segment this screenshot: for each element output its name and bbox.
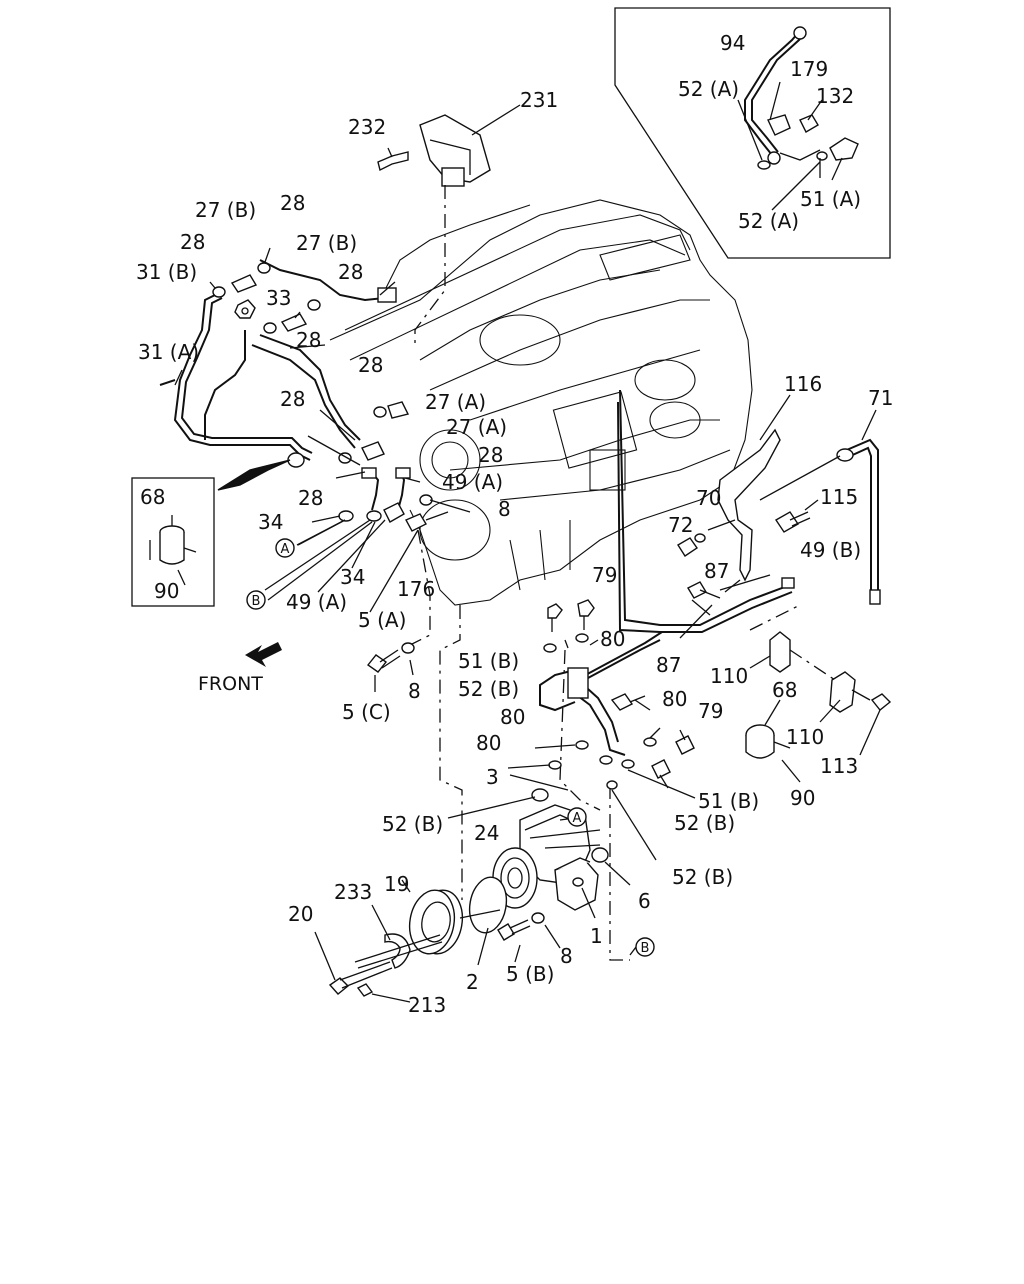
- engine-block: [329, 199, 753, 606]
- callout-c47: 110: [710, 664, 748, 688]
- callout-c14: 28: [338, 260, 363, 284]
- callout-c32: 5 (C): [342, 700, 391, 724]
- callout-c12: 27 (B): [296, 231, 357, 255]
- callout-c42: 87: [704, 559, 729, 583]
- callout-c20: 27 (A): [425, 390, 486, 414]
- callout-c63: 19: [384, 872, 409, 896]
- part-cover-231: [377, 104, 521, 345]
- callout-c07: 231: [520, 88, 558, 112]
- callout-c27: 34: [340, 565, 365, 589]
- callout-c36: 71: [868, 386, 893, 410]
- callout-c28: 49 (A): [286, 590, 347, 614]
- callout-c10: 28: [280, 191, 305, 215]
- callout-c70: 213: [408, 993, 446, 1017]
- callout-c53: 110: [786, 725, 824, 749]
- front-arrow: [245, 642, 282, 667]
- callout-c34: 90: [154, 579, 179, 603]
- front-label: FRONT: [198, 673, 263, 695]
- callout-c25: 8: [498, 497, 511, 521]
- part-oil-pipes-left: [159, 247, 471, 646]
- callout-c01: 94: [720, 31, 745, 55]
- ref-letter: A: [573, 811, 582, 826]
- callout-c61: 52 (B): [672, 865, 733, 889]
- callout-c39: 72: [668, 513, 693, 537]
- inset-box-turbo-oil-pipe: [614, 7, 891, 259]
- callout-c11: 28: [180, 230, 205, 254]
- callout-c37: 115: [820, 485, 858, 509]
- callout-c03: 52 (A): [678, 77, 739, 101]
- callout-c62: 6: [638, 889, 651, 913]
- callout-c04: 132: [816, 84, 854, 108]
- callout-c60: 24: [474, 821, 499, 845]
- callout-c41: 79: [592, 563, 617, 587]
- ref-circle-rB2: B: [635, 937, 655, 957]
- callout-c18: 28: [358, 353, 383, 377]
- part-clamp-110: [745, 604, 892, 783]
- callout-c09: 27 (B): [195, 198, 256, 222]
- callout-c69: 1: [590, 924, 603, 948]
- ref-circle-rA2: A: [567, 807, 587, 827]
- callout-c35: 116: [784, 372, 822, 396]
- callout-c46: 87: [656, 653, 681, 677]
- callout-c30: 5 (A): [358, 608, 406, 632]
- callout-c64: 233: [334, 880, 372, 904]
- callout-c67: 5 (B): [506, 962, 554, 986]
- callout-c66: 2: [466, 970, 479, 994]
- callout-c38: 70: [696, 486, 721, 510]
- callout-c22: 28: [478, 443, 503, 467]
- callout-c56: 3: [486, 765, 499, 789]
- callout-c48: 68: [772, 678, 797, 702]
- callout-c51: 80: [500, 705, 525, 729]
- callout-c49: 80: [662, 687, 687, 711]
- callout-c26: 34: [258, 510, 283, 534]
- callout-c43: 80: [600, 627, 625, 651]
- callout-c54: 113: [820, 754, 858, 778]
- callout-c44: 51 (B): [458, 649, 519, 673]
- callout-c58: 52 (B): [674, 811, 735, 835]
- callout-c68: 8: [560, 944, 573, 968]
- callout-c55: 90: [790, 786, 815, 810]
- callout-c21: 27 (A): [446, 415, 507, 439]
- ref-circle-rA1: A: [275, 538, 295, 558]
- callout-c33: 68: [140, 485, 165, 509]
- part-injection-pump: [314, 599, 696, 1003]
- callout-c57: 51 (B): [698, 789, 759, 813]
- callout-c16: 28: [296, 328, 321, 352]
- callout-c50: 79: [698, 699, 723, 723]
- ref-letter: B: [252, 594, 261, 609]
- part-bolt-5c: [366, 642, 415, 692]
- callout-c06: 51 (A): [800, 187, 861, 211]
- callout-c45: 52 (B): [458, 677, 519, 701]
- callout-c08: 232: [348, 115, 386, 139]
- callout-c65: 20: [288, 902, 313, 926]
- ref-circle-rB1: B: [246, 590, 266, 610]
- callout-c05: 52 (A): [738, 209, 799, 233]
- callout-c40: 49 (B): [800, 538, 861, 562]
- callout-c23: 49 (A): [442, 470, 503, 494]
- callout-c17: 31 (A): [138, 340, 199, 364]
- callout-c52: 80: [476, 731, 501, 755]
- callout-c19: 28: [280, 387, 305, 411]
- callout-c13: 31 (B): [136, 260, 197, 284]
- part-bracket-pipe-right: [617, 389, 881, 639]
- reference-circles: A B A B: [246, 538, 655, 957]
- callout-c24: 28: [298, 486, 323, 510]
- callout-c29: 176: [397, 577, 435, 601]
- callout-c02: 179: [790, 57, 828, 81]
- ref-letter: A: [281, 542, 290, 557]
- inset-box-clamp: [131, 477, 215, 607]
- callout-c31: 8: [408, 679, 421, 703]
- ref-letter: B: [641, 941, 650, 956]
- callout-c15: 33: [266, 286, 291, 310]
- callout-c59: 52 (B): [382, 812, 443, 836]
